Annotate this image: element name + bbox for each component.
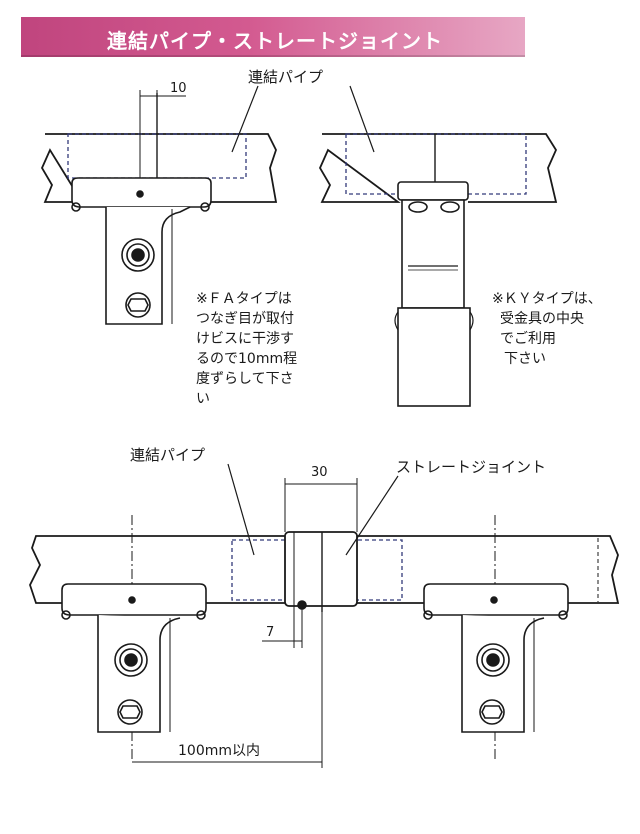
fa-note-line: ※ＦＡタイプは (196, 291, 292, 307)
ky-note-line: 受金具の中央 (500, 311, 584, 327)
ky-note-line: 下さい (504, 351, 546, 367)
dim-10-label: 10 (170, 81, 187, 96)
dim-30-label: 30 (311, 465, 328, 480)
joint-label: ストレートジョイント (396, 458, 546, 476)
fa-note-line: い (196, 391, 210, 407)
page-title: 連結パイプ・ストレートジョイント (107, 29, 443, 53)
dim-7-label: 7 (266, 625, 274, 640)
fa-note-line: つなぎ目が取付 (196, 311, 294, 327)
fa-type-assembly (40, 93, 278, 325)
ky-note-line: でご利用 (500, 331, 556, 347)
dim-7 (262, 606, 303, 648)
ky-note-line: ※ＫＹタイプは、 (492, 291, 602, 307)
ky-type-assembly (318, 133, 558, 407)
fa-note-line: 度ずらして下さ (196, 371, 294, 387)
fa-note: ※ＦＡタイプは つなぎ目が取付 けビスに干渉す るので10mm程 度ずらして下さ… (196, 291, 297, 407)
pipe-label-top: 連結パイプ (248, 68, 323, 86)
dim-10 (139, 90, 186, 102)
fa-note-line: るので10mm程 (196, 351, 297, 367)
bottom-assembly (29, 515, 620, 760)
dim-100mm-label: 100mm以内 (178, 743, 260, 759)
dim-30 (284, 478, 358, 532)
pipe-label-bottom: 連結パイプ (130, 446, 205, 464)
dim-100mm (132, 612, 323, 768)
ky-note: ※ＫＹタイプは、 受金具の中央 でご利用 下さい (492, 291, 602, 367)
title-banner: 連結パイプ・ストレートジョイント (21, 17, 525, 57)
fa-note-line: けビスに干渉す (196, 331, 294, 347)
